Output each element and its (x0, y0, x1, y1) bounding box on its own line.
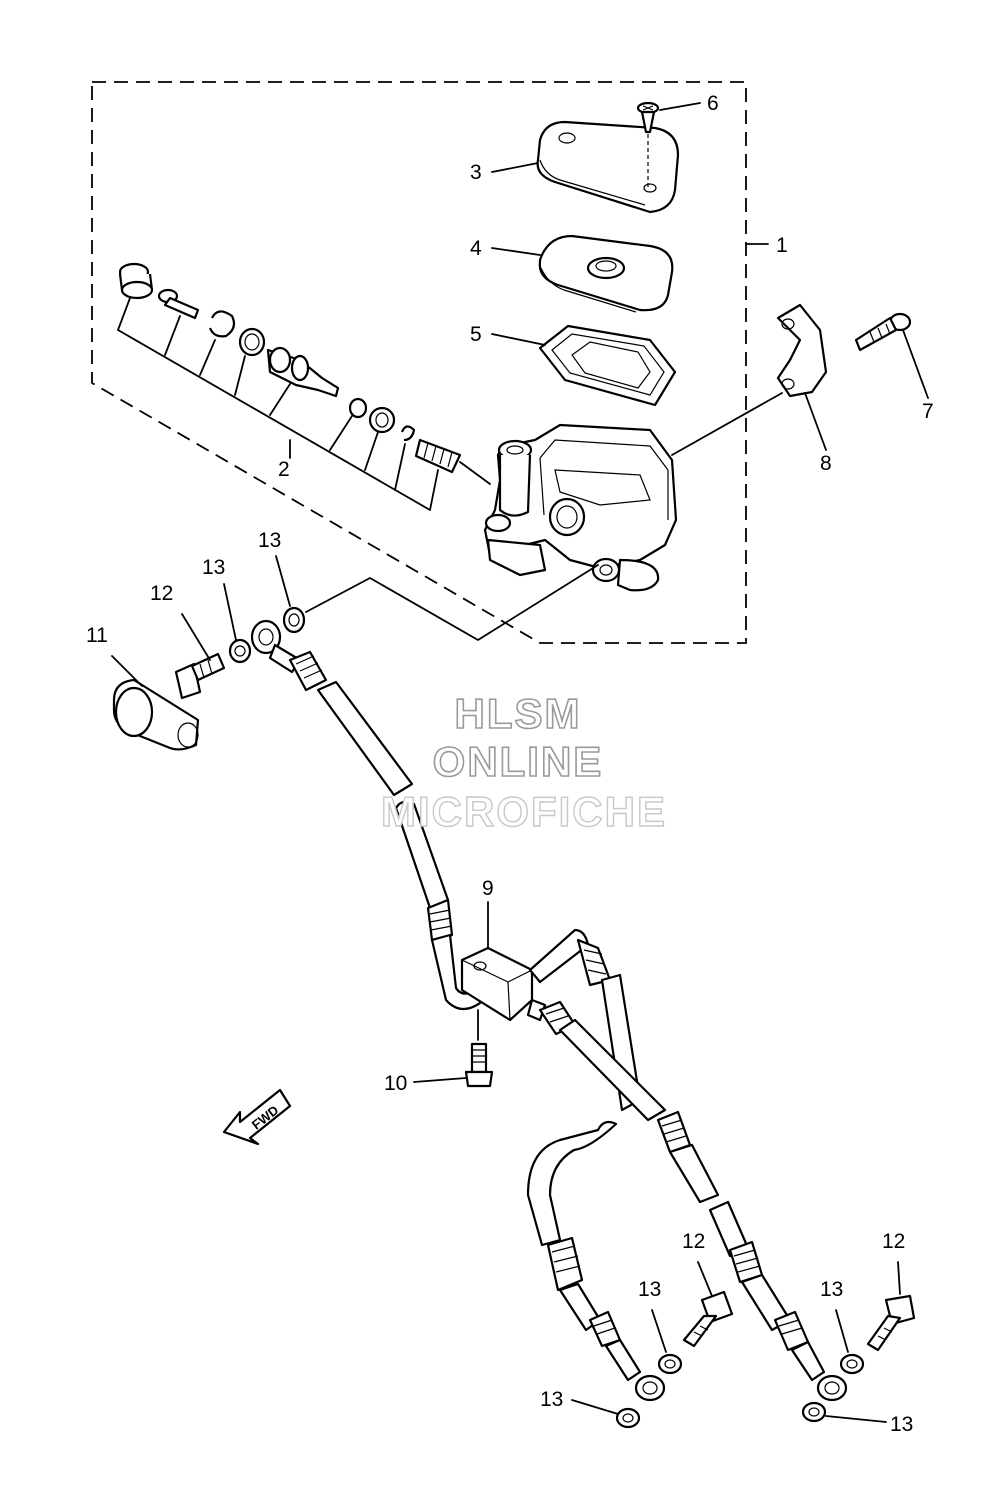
callout: 6 (707, 92, 719, 115)
callout: 12 (682, 1230, 705, 1253)
callout: 10 (384, 1072, 407, 1095)
leader-diaphragm (491, 333, 546, 346)
washer-bottom-left (615, 1407, 641, 1429)
callout: 13 (258, 529, 281, 552)
leader-screw (659, 102, 701, 111)
callout: 1 (776, 234, 788, 257)
leader-hose-top (305, 564, 599, 641)
watermark-line2: ONLINE (433, 738, 604, 785)
callout: 9 (482, 877, 494, 900)
hose-joint (460, 928, 590, 1022)
leader-body (459, 461, 491, 485)
leader-bolt (902, 329, 929, 399)
leader-12-lower-right (897, 1261, 901, 1295)
master-cylinder-body (483, 423, 678, 592)
union-bolt-upper (174, 652, 226, 700)
callout: 8 (820, 452, 832, 475)
union-bolt-lower-right (866, 1294, 916, 1352)
washer-bottom-right (801, 1401, 827, 1423)
fwd-arrow: FWD (222, 1088, 292, 1146)
leader-13-lower-left (651, 1309, 667, 1353)
leader-13-bottom-right (825, 1415, 887, 1423)
leader-13-lower-right (835, 1309, 849, 1353)
leader-plate (491, 247, 541, 256)
callout: 2 (278, 458, 290, 481)
diaphragm (538, 324, 677, 407)
diaphragm-plate (538, 234, 674, 313)
leader-13-b (275, 555, 291, 607)
leader-11 (111, 655, 143, 687)
watermark-line3: MICROFICHE (381, 788, 667, 835)
callout: 13 (638, 1278, 661, 1301)
callout: 11 (86, 624, 108, 647)
leader-12-lower-left (697, 1261, 713, 1297)
union-bolt-lower-left (682, 1290, 734, 1348)
leader-13-bottom-left (571, 1399, 619, 1415)
leader-cap (491, 162, 539, 173)
callout: 13 (890, 1413, 913, 1436)
callout: 5 (470, 323, 482, 346)
piston-leader-tree (117, 297, 439, 511)
watermark-line1: HLSM (455, 690, 582, 737)
leader-10 (413, 1077, 467, 1083)
callout: 7 (922, 400, 934, 423)
callout: 12 (882, 1230, 905, 1253)
assembly-boundary (91, 81, 747, 644)
holder-bolt (854, 312, 912, 352)
callout: 12 (150, 582, 173, 605)
washer-lower-right (839, 1353, 865, 1375)
brake-hose (250, 619, 486, 1011)
callout: 13 (202, 556, 225, 579)
piston-kit (118, 262, 462, 474)
bolt-cap (112, 678, 200, 751)
washer-upper-b (282, 606, 306, 634)
leader-holder (671, 392, 783, 456)
arrow-fwd-icon (222, 1088, 292, 1146)
callout: 13 (820, 1278, 843, 1301)
lower-hose-right (538, 1000, 848, 1402)
callout: 3 (470, 161, 482, 184)
leader-13-a (223, 583, 237, 641)
callout: 13 (540, 1388, 563, 1411)
reservoir-cap (536, 120, 680, 214)
washer-upper-a (228, 638, 252, 664)
leader-holder-label (804, 392, 827, 451)
holder (776, 303, 828, 398)
joint-bolt (464, 1042, 494, 1088)
leader-12-upper (181, 613, 211, 661)
screw (636, 101, 660, 188)
washer-lower-left (657, 1353, 683, 1375)
callout: 4 (470, 237, 482, 260)
